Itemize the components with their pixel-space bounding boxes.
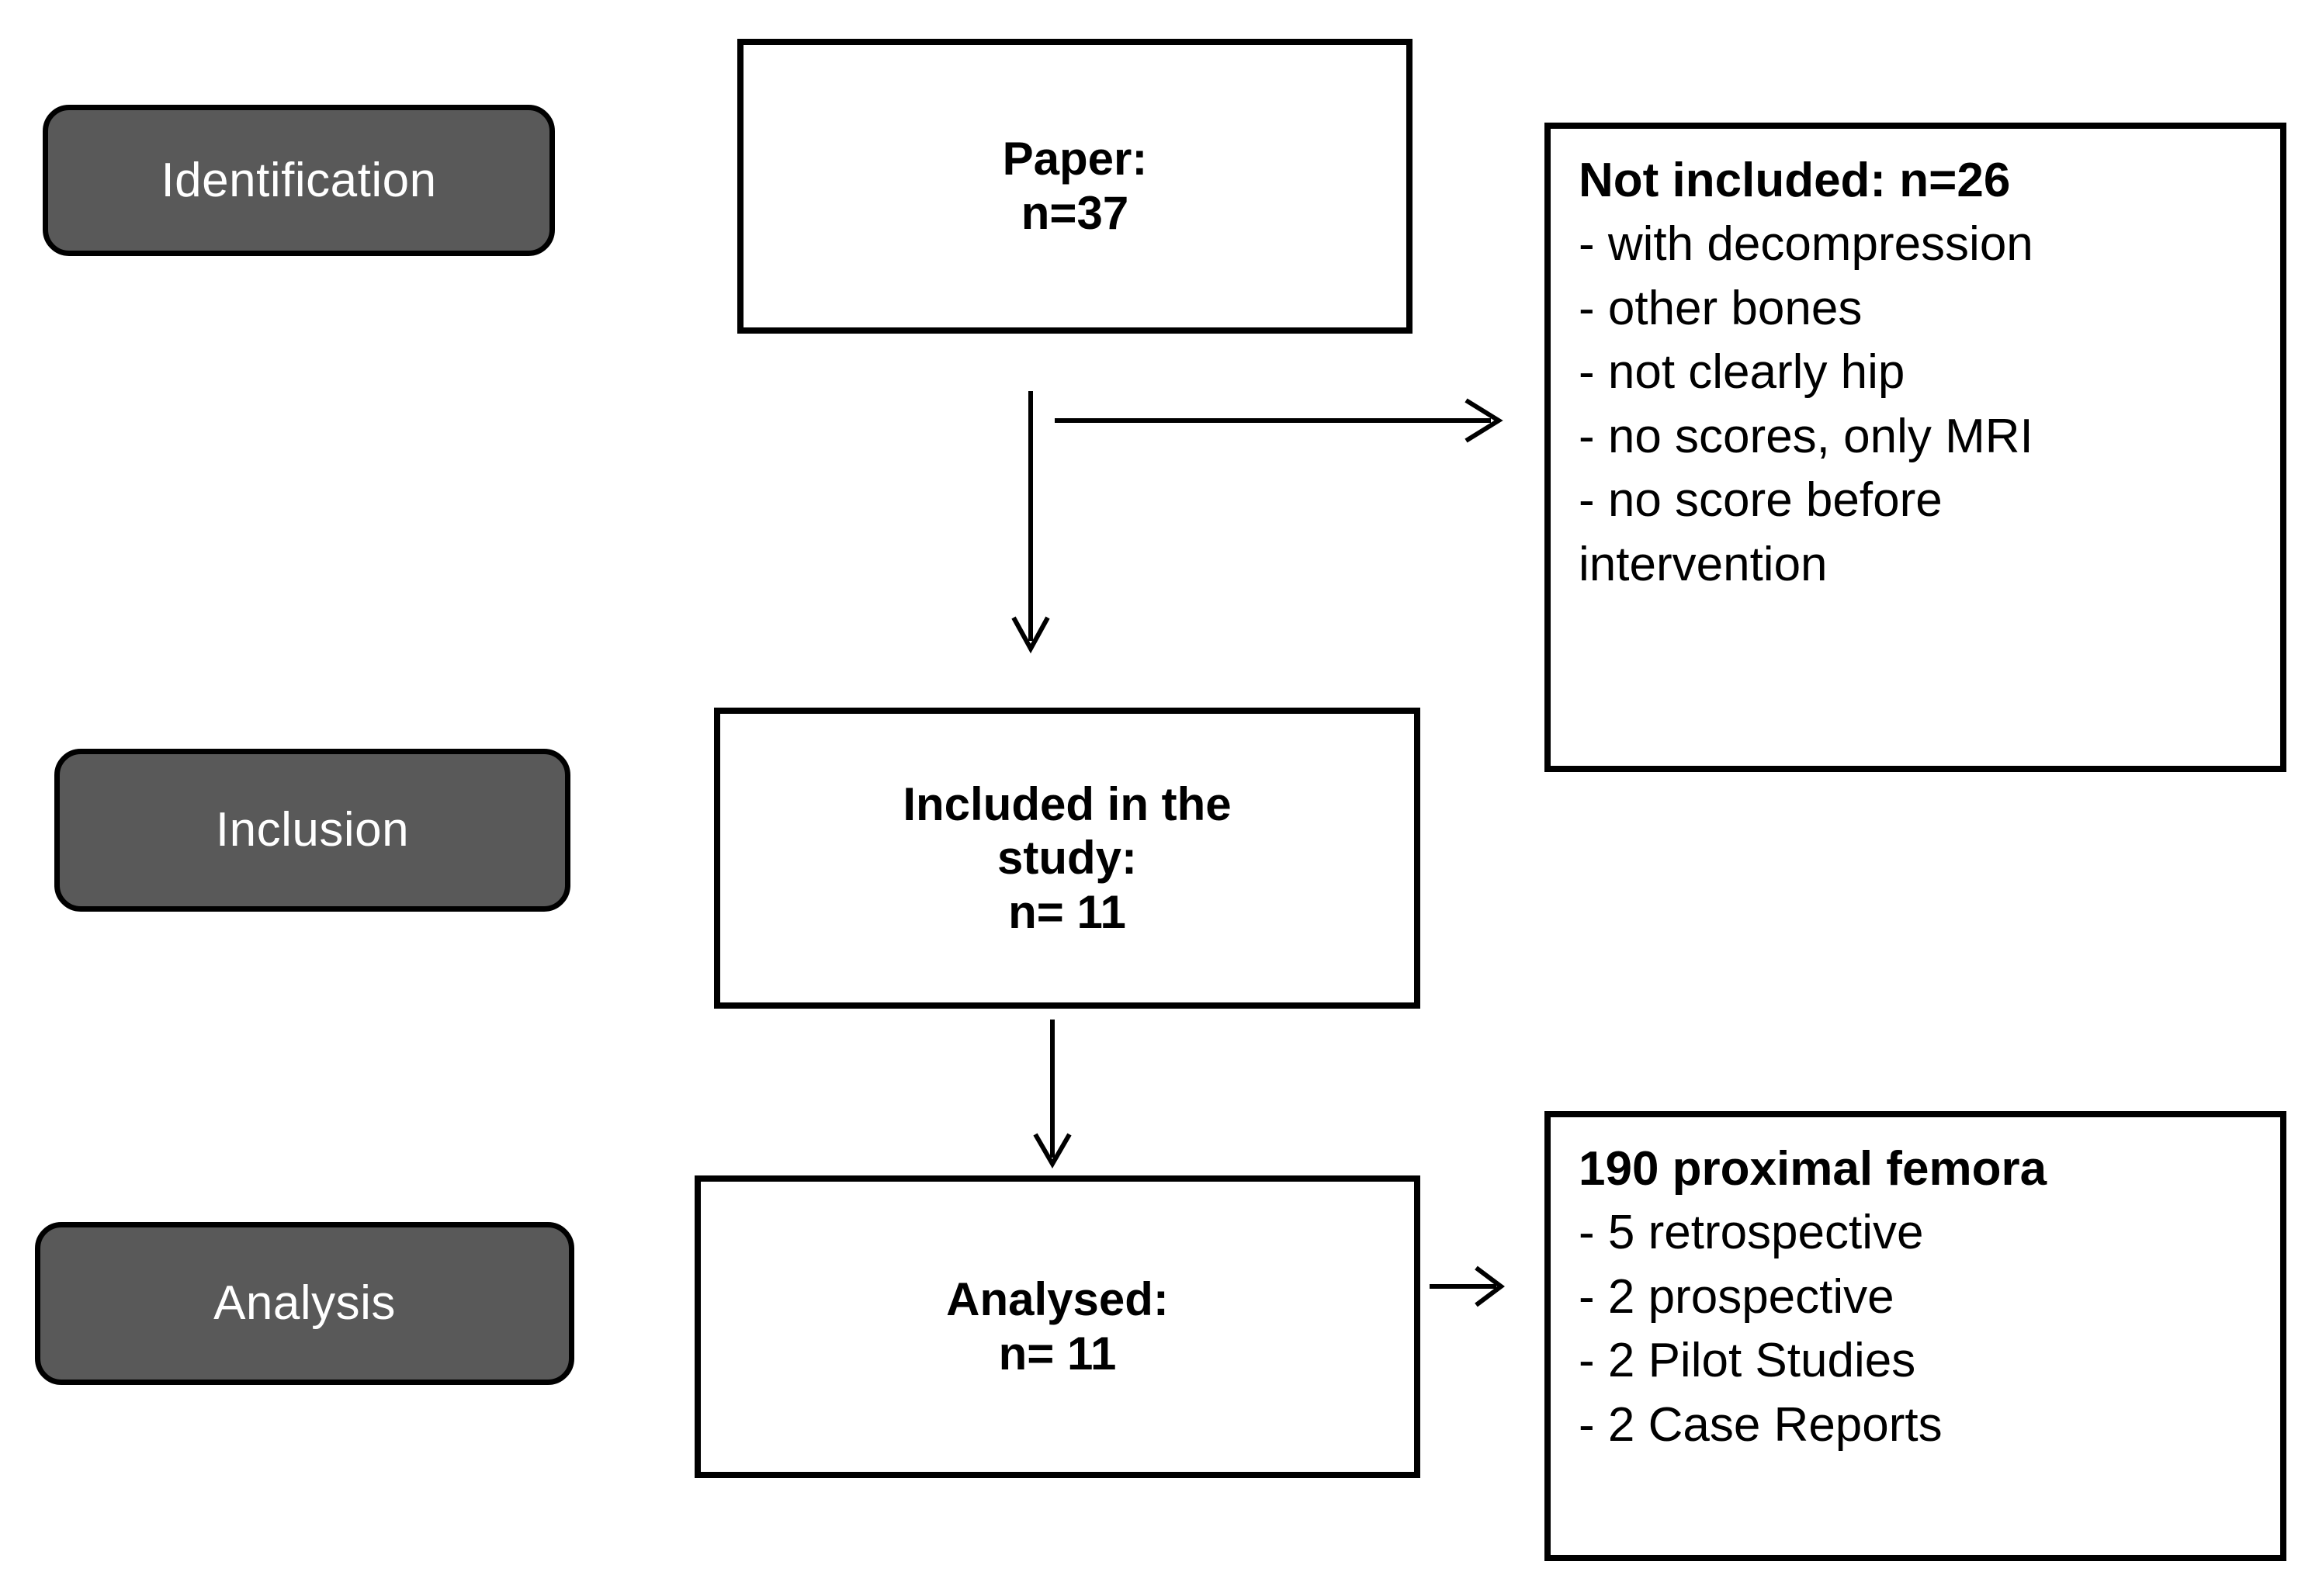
arrow-down-included-to-analysed — [1032, 1016, 1094, 1179]
flow-box-excluded-item-5: - no score before — [1579, 473, 1943, 528]
stage-pill-analysis: Analysis — [35, 1222, 574, 1385]
flow-box-femora-item-1: - 5 retrospective — [1579, 1206, 1924, 1260]
arrow-right-analysed-to-femora — [1428, 1265, 1521, 1319]
flow-box-paper-line-2: n=37 — [1021, 187, 1129, 239]
flow-box-included-line-3: n= 11 — [1008, 885, 1126, 938]
flow-box-excluded-item-6: intervention — [1579, 537, 1828, 591]
stage-label-inclusion: Inclusion — [215, 803, 410, 857]
flow-box-femora: 190 proximal femora - 5 retrospective - … — [1544, 1111, 2286, 1561]
stage-pill-identification: Identification — [43, 105, 555, 256]
stage-label-identification: Identification — [161, 153, 437, 207]
arrow-right-paper-to-excluded — [1052, 398, 1517, 466]
stage-label-analysis: Analysis — [213, 1276, 396, 1330]
stage-pill-inclusion: Inclusion — [54, 749, 570, 912]
flow-box-paper-line-1: Paper: — [1002, 133, 1148, 185]
flow-box-excluded-heading: Not included: n=26 — [1579, 154, 2011, 207]
flow-box-paper: Paper: n=37 — [737, 39, 1413, 334]
flow-box-included: Included in the study: n= 11 — [714, 708, 1420, 1009]
flow-box-excluded-item-3: - not clearly hip — [1579, 345, 1905, 400]
flow-box-excluded-item-2: - other bones — [1579, 281, 1863, 335]
flow-box-excluded-item-1: - with decompression — [1579, 217, 2033, 272]
flow-box-femora-item-4: - 2 Case Reports — [1579, 1397, 1943, 1452]
flow-box-analysed-line-2: n= 11 — [998, 1328, 1117, 1380]
flow-box-analysed-line-1: Analysed: — [946, 1273, 1169, 1326]
flow-box-included-line-1: Included in the — [903, 777, 1232, 830]
flow-box-included-line-2: study: — [997, 832, 1137, 885]
flow-box-femora-item-3: - 2 Pilot Studies — [1579, 1334, 1916, 1388]
flow-box-excluded: Not included: n=26 - with decompression … — [1544, 123, 2286, 772]
flow-box-femora-heading: 190 proximal femora — [1579, 1142, 2047, 1196]
arrow-down-paper-to-included — [1009, 388, 1071, 660]
flow-box-femora-item-2: - 2 prospective — [1579, 1269, 1894, 1324]
flow-box-excluded-item-4: - no scores, only MRI — [1579, 409, 2033, 463]
flow-box-analysed: Analysed: n= 11 — [695, 1175, 1420, 1478]
